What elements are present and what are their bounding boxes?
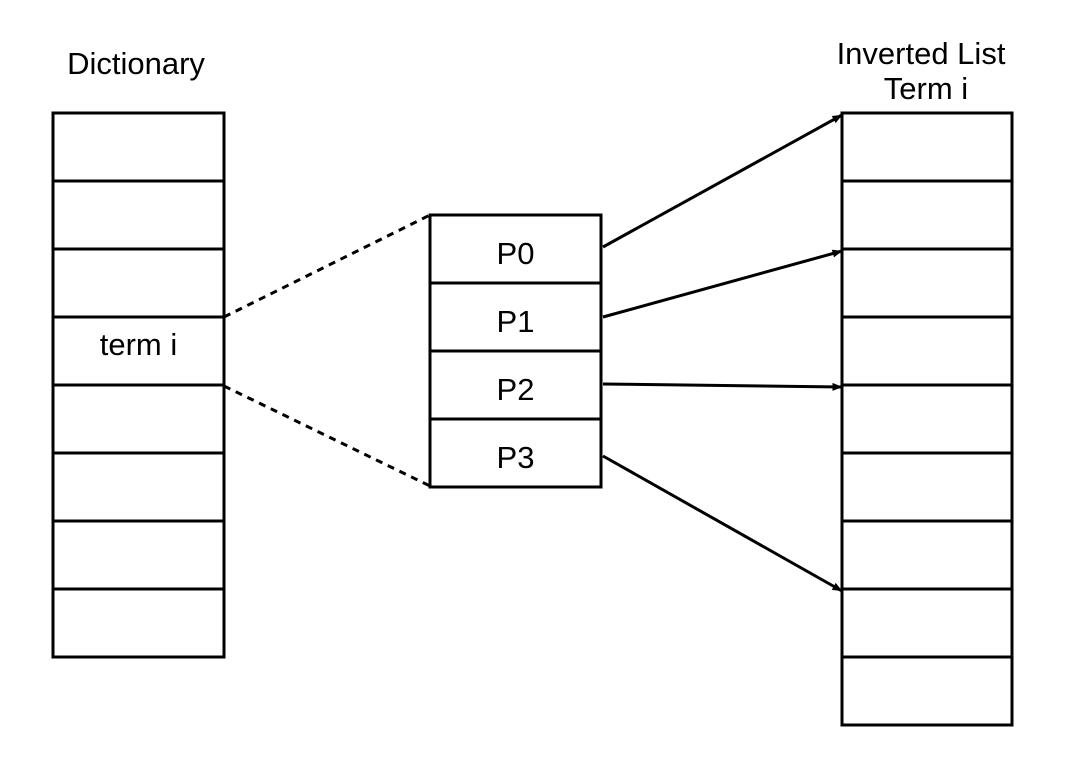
- pointer-row-0: [428, 213, 603, 285]
- inverted-list-row-7: [840, 587, 1014, 659]
- arrow-p2: [602, 382, 843, 391]
- arrow-p0: [602, 113, 843, 249]
- connectors: [223, 113, 843, 593]
- dictionary-row-3: [51, 315, 226, 387]
- arrow-p3: [602, 454, 843, 593]
- dictionary-row-1: [51, 179, 226, 251]
- inverted-list-subtitle: Term i: [884, 71, 968, 106]
- dictionary-row-4: [51, 383, 226, 455]
- dictionary-row-0: [51, 111, 226, 183]
- arrow-p1: [602, 249, 843, 319]
- dictionary-row-5: [51, 451, 226, 523]
- dictionary-row-2: [51, 247, 226, 319]
- inverted-list-row-5: [840, 451, 1014, 523]
- dictionary-row-7: [51, 587, 226, 659]
- inverted-list-row-6: [840, 519, 1014, 591]
- expansion-line-top: [223, 213, 431, 319]
- inverted-list-row-3: [840, 315, 1014, 387]
- pointer-row-label-1: P1: [497, 304, 535, 339]
- inverted-list-row-2: [840, 247, 1014, 319]
- dictionary-row-label-3: term i: [100, 327, 178, 362]
- pointer-row-3: [428, 417, 603, 489]
- dictionary-row-6: [51, 519, 226, 591]
- expansion-line-bottom: [223, 384, 431, 488]
- pointer-row-label-3: P3: [497, 440, 535, 475]
- inverted-list-row-8: [840, 655, 1014, 727]
- pointer-row-2: [428, 349, 603, 421]
- inverted-list-row-1: [840, 179, 1014, 251]
- pointer-row-label-0: P0: [497, 236, 535, 271]
- pointer-row-label-2: P2: [497, 372, 535, 407]
- dictionary-title: Dictionary: [67, 46, 205, 81]
- inverted-list-table: [840, 111, 1014, 727]
- inverted-list-row-0: [840, 111, 1014, 183]
- dictionary-table: term i: [51, 111, 226, 659]
- inverted-list-title: Inverted List: [837, 36, 1006, 71]
- inverted-list-row-4: [840, 383, 1014, 455]
